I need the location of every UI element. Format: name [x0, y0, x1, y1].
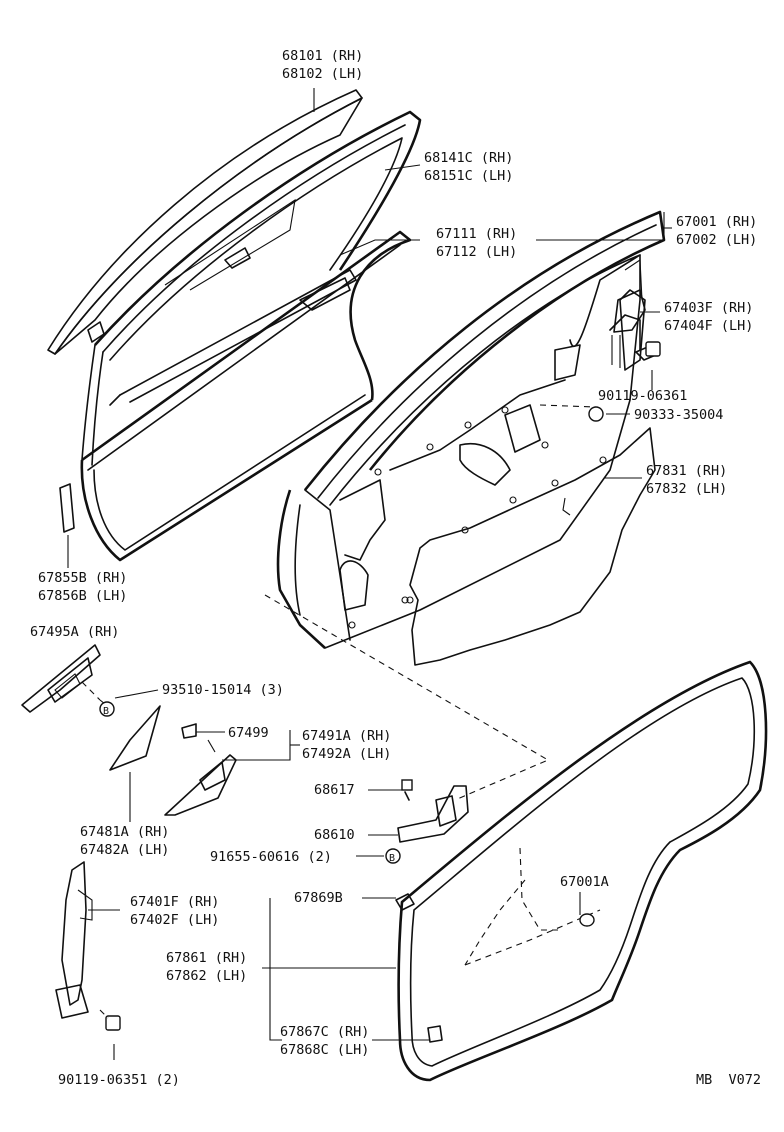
door-frame	[80, 230, 412, 562]
leader-lines	[67, 88, 672, 1060]
label-screw-b: 93510-15014 (3)	[162, 682, 284, 698]
label-glass-rh: 68101 (RH)	[282, 48, 363, 64]
clip-icon	[181, 723, 197, 739]
marker-b-2: B	[385, 848, 401, 864]
marker-b-1: B	[99, 701, 115, 717]
mirror-cover	[21, 644, 101, 713]
label-run-channel-lh: 68151C (LH)	[424, 168, 513, 184]
door-glass	[47, 89, 363, 355]
label-garnish-lh: 67492A (LH)	[302, 746, 391, 762]
svg-text:B: B	[389, 853, 395, 864]
label-plug: 90333-35004	[634, 407, 723, 423]
label-door-check: 68610	[314, 827, 355, 843]
pad-sheet	[109, 705, 161, 771]
label-weatherstrip-rh: 67861 (RH)	[166, 950, 247, 966]
run-channel	[81, 110, 422, 466]
assembly-dashed-lines	[81, 404, 597, 1019]
label-clip-weather: 67869B	[294, 890, 343, 906]
label-weather-lower-rh: 67867C (RH)	[280, 1024, 369, 1040]
label-clip: 67499	[228, 725, 269, 741]
svg-text:B: B	[103, 706, 109, 717]
service-hole-cover	[406, 427, 656, 666]
body-outline	[464, 847, 601, 966]
label-tape-lh: 67856B (LH)	[38, 588, 127, 604]
check-bolt-icon	[401, 779, 413, 801]
label-mirror-cover: 67495A (RH)	[30, 624, 119, 640]
label-check-bolt: 68617	[314, 782, 355, 798]
label-hinge-lower-lh: 67402F (LH)	[130, 912, 219, 928]
door-check	[397, 785, 469, 843]
label-pad-lh: 67482A (LH)	[80, 842, 169, 858]
weather-lower-clip	[427, 1025, 443, 1043]
door-panel	[276, 210, 666, 649]
tape-strip	[59, 483, 75, 533]
inner-garnish	[164, 739, 237, 816]
upper-hinge	[611, 259, 646, 368]
label-glass-lh: 68102 (LH)	[282, 66, 363, 82]
plug-a-icon	[579, 913, 595, 927]
weatherstrip	[397, 660, 768, 1082]
label-screw-b2: 91655-60616 (2)	[210, 849, 332, 865]
label-garnish-rh: 67491A (RH)	[302, 728, 391, 744]
clip-weather-icon	[395, 893, 415, 911]
label-door-panel-lh: 67002 (LH)	[676, 232, 757, 248]
bolt-lower-icon	[105, 1015, 121, 1031]
label-service-cover-lh: 67832 (LH)	[646, 481, 727, 497]
label-frame-rh: 67111 (RH)	[436, 226, 517, 242]
bolt-upper-icon	[635, 341, 661, 361]
label-door-panel-rh: 67001 (RH)	[676, 214, 757, 230]
label-weatherstrip-lh: 67862 (LH)	[166, 968, 247, 984]
label-weather-lower-lh: 67868C (LH)	[280, 1042, 369, 1058]
label-service-cover-rh: 67831 (RH)	[646, 463, 727, 479]
label-bolt-lower: 90119-06351 (2)	[58, 1072, 180, 1088]
label-pad-rh: 67481A (RH)	[80, 824, 169, 840]
plug-icon	[588, 406, 604, 422]
label-run-channel-rh: 68141C (RH)	[424, 150, 513, 166]
label-tape-rh: 67855B (RH)	[38, 570, 127, 586]
label-frame-lh: 67112 (LH)	[436, 244, 517, 260]
lower-hinge	[55, 861, 93, 1019]
footer-code: MB V072	[696, 1072, 761, 1088]
callout-labels: 68101 (RH) 68102 (LH) 68141C (RH) 68151C…	[30, 48, 761, 1088]
label-hinge-lower-rh: 67401F (RH)	[130, 894, 219, 910]
label-upper-hinge-rh: 67403F (RH)	[664, 300, 753, 316]
label-upper-hinge-lh: 67404F (LH)	[664, 318, 753, 334]
label-plug-a: 67001A	[560, 874, 609, 890]
label-bolt-upper: 90119-06361	[598, 388, 687, 404]
